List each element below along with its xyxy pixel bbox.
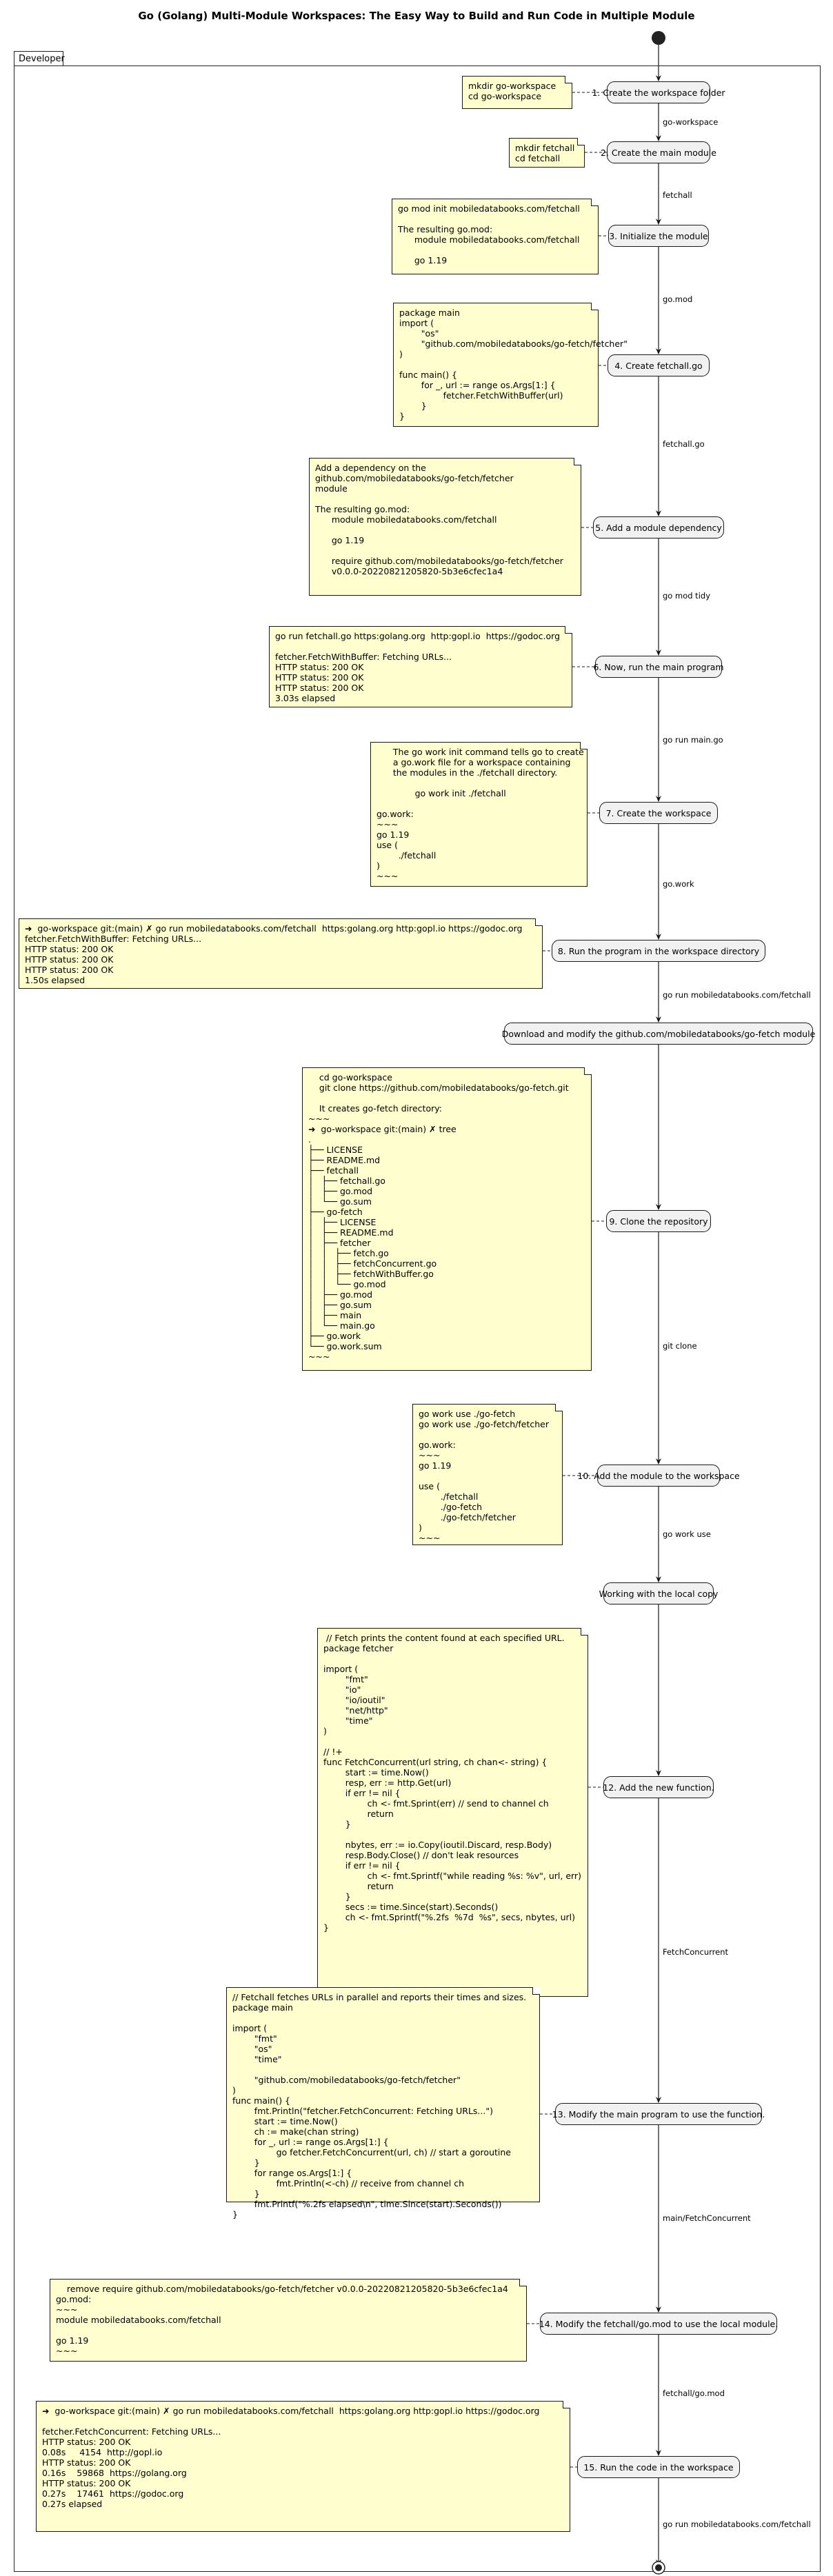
step-note-text: go mod init mobiledatabooks.com/fetchall…: [398, 203, 580, 265]
step-note-text: ➜ go-workspace git:(main) ✗ go run mobil…: [25, 923, 523, 985]
edge-label: go run mobiledatabooks.com/fetchall: [663, 990, 811, 1000]
activity-step: 6. Now, run the main program: [593, 656, 724, 678]
note-fold: [591, 303, 599, 310]
activity-step: 3. Initialize the module: [608, 225, 709, 247]
edge-label: go mod tidy: [663, 591, 710, 601]
step-note-text: mkdir go-workspace cd go-workspace: [468, 81, 556, 101]
activity-step: Working with the local copy: [599, 1582, 718, 1604]
edge-label: go work use: [663, 1529, 711, 1539]
edge-label: fetchall: [663, 190, 692, 200]
note-fold: [565, 626, 572, 634]
step-note: // Fetch prints the content found at eac…: [317, 1628, 588, 1997]
swimlane-label: Developer: [19, 54, 65, 64]
activity-step: 15. Run the code in the workspace: [577, 2456, 740, 2478]
step-note: mkdir go-workspace cd go-workspace: [462, 76, 572, 109]
step-note: go mod init mobiledatabooks.com/fetchall…: [392, 199, 599, 274]
edge-label: FetchConcurrent: [663, 1947, 729, 1957]
step-note-text: package main import ( "os" "github.com/m…: [399, 308, 628, 421]
activity-step: 13. Modify the main program to use the f…: [552, 2103, 765, 2125]
step-note: // Fetchall fetches URLs in parallel and…: [226, 1987, 540, 2220]
step-note-text: ➜ go-workspace git:(main) ✗ go run mobil…: [42, 2406, 540, 2509]
activity-step: 9. Clone the repository: [606, 1210, 711, 1232]
step-note-text: remove require github.com/mobiledatabook…: [56, 2284, 508, 2356]
step-note: cd go-workspace git clone https://github…: [302, 1067, 592, 1371]
step-note: go run fetchall.go https:golang.org http…: [269, 626, 572, 707]
edge-label: go.mod: [663, 294, 693, 304]
note-fold: [519, 2279, 527, 2286]
edge-label: go run main.go: [663, 735, 723, 745]
step-note: package main import ( "os" "github.com/m…: [393, 303, 628, 427]
swimlane-tab: Developer: [14, 51, 65, 66]
note-fold: [591, 199, 599, 206]
note-fold: [565, 76, 572, 83]
end-node-inner: [655, 2564, 662, 2571]
step-note-text: cd go-workspace git clone https://github…: [308, 1072, 569, 1362]
note-fold: [563, 2401, 570, 2408]
step-note-text: go run fetchall.go https:golang.org http…: [275, 631, 561, 703]
note-fold: [580, 742, 588, 749]
activity-step: 8. Run the program in the workspace dire…: [552, 940, 765, 962]
step-note: Add a dependency on the github.com/mobil…: [309, 458, 581, 596]
step-note-text: go work use ./go-fetch go work use ./go-…: [419, 1409, 550, 1543]
note-fold: [574, 458, 581, 465]
activity-step: 7. Create the workspace: [599, 802, 718, 824]
note-fold: [532, 1987, 540, 1995]
diagram-title: Go (Golang) Multi-Module Workspaces: The…: [138, 10, 695, 22]
note-fold: [555, 1404, 563, 1411]
edge-label: go-workspace: [663, 117, 719, 127]
start-node: [652, 31, 665, 45]
step-note-text: Add a dependency on the github.com/mobil…: [315, 463, 563, 576]
activity-step: 12. Add the new function.: [603, 1776, 714, 1798]
edge-label: fetchall/go.mod: [663, 2388, 725, 2398]
edge-label: go.work: [663, 879, 694, 889]
activity-step: 1. Create the workspace folder: [592, 81, 725, 103]
note-fold: [581, 1628, 588, 1636]
step-note: ➜ go-workspace git:(main) ✗ go run mobil…: [19, 918, 543, 989]
step-note: The go work init command tells go to cre…: [370, 742, 588, 887]
edge-label: git clone: [663, 1341, 697, 1351]
edge-label: go run mobiledatabooks.com/fetchall: [663, 2519, 811, 2529]
activity-step: Download and modify the github.com/mobil…: [502, 1023, 815, 1045]
step-note: remove require github.com/mobiledatabook…: [50, 2279, 527, 2362]
step-note-text: // Fetch prints the content found at eac…: [323, 1633, 581, 1933]
edge-label: fetchall.go: [663, 439, 705, 449]
swimlane: [14, 66, 821, 2572]
step-note: go work use ./go-fetch go work use ./go-…: [412, 1404, 563, 1545]
activity-step: 14. Modify the fetchall/go.mod to use th…: [539, 2313, 778, 2335]
step-note-text: // Fetchall fetches URLs in parallel and…: [232, 1992, 527, 2220]
activity-step: 2. Create the main module: [601, 141, 716, 163]
step-note-text: The go work init command tells go to cre…: [377, 747, 584, 881]
note-fold: [584, 1067, 592, 1075]
step-note: mkdir fetchall cd fetchall: [509, 138, 585, 168]
step-note: ➜ go-workspace git:(main) ✗ go run mobil…: [36, 2401, 570, 2532]
activity-step: 4. Create fetchall.go: [608, 354, 710, 376]
note-fold: [577, 138, 585, 145]
activity-step: 10. Add the module to the workspace: [577, 1465, 740, 1487]
note-fold: [535, 918, 543, 926]
edge-label: main/FetchConcurrent: [663, 2213, 751, 2223]
activity-step: 5. Add a module dependency: [593, 516, 724, 539]
step-note-text: mkdir fetchall cd fetchall: [515, 143, 575, 163]
